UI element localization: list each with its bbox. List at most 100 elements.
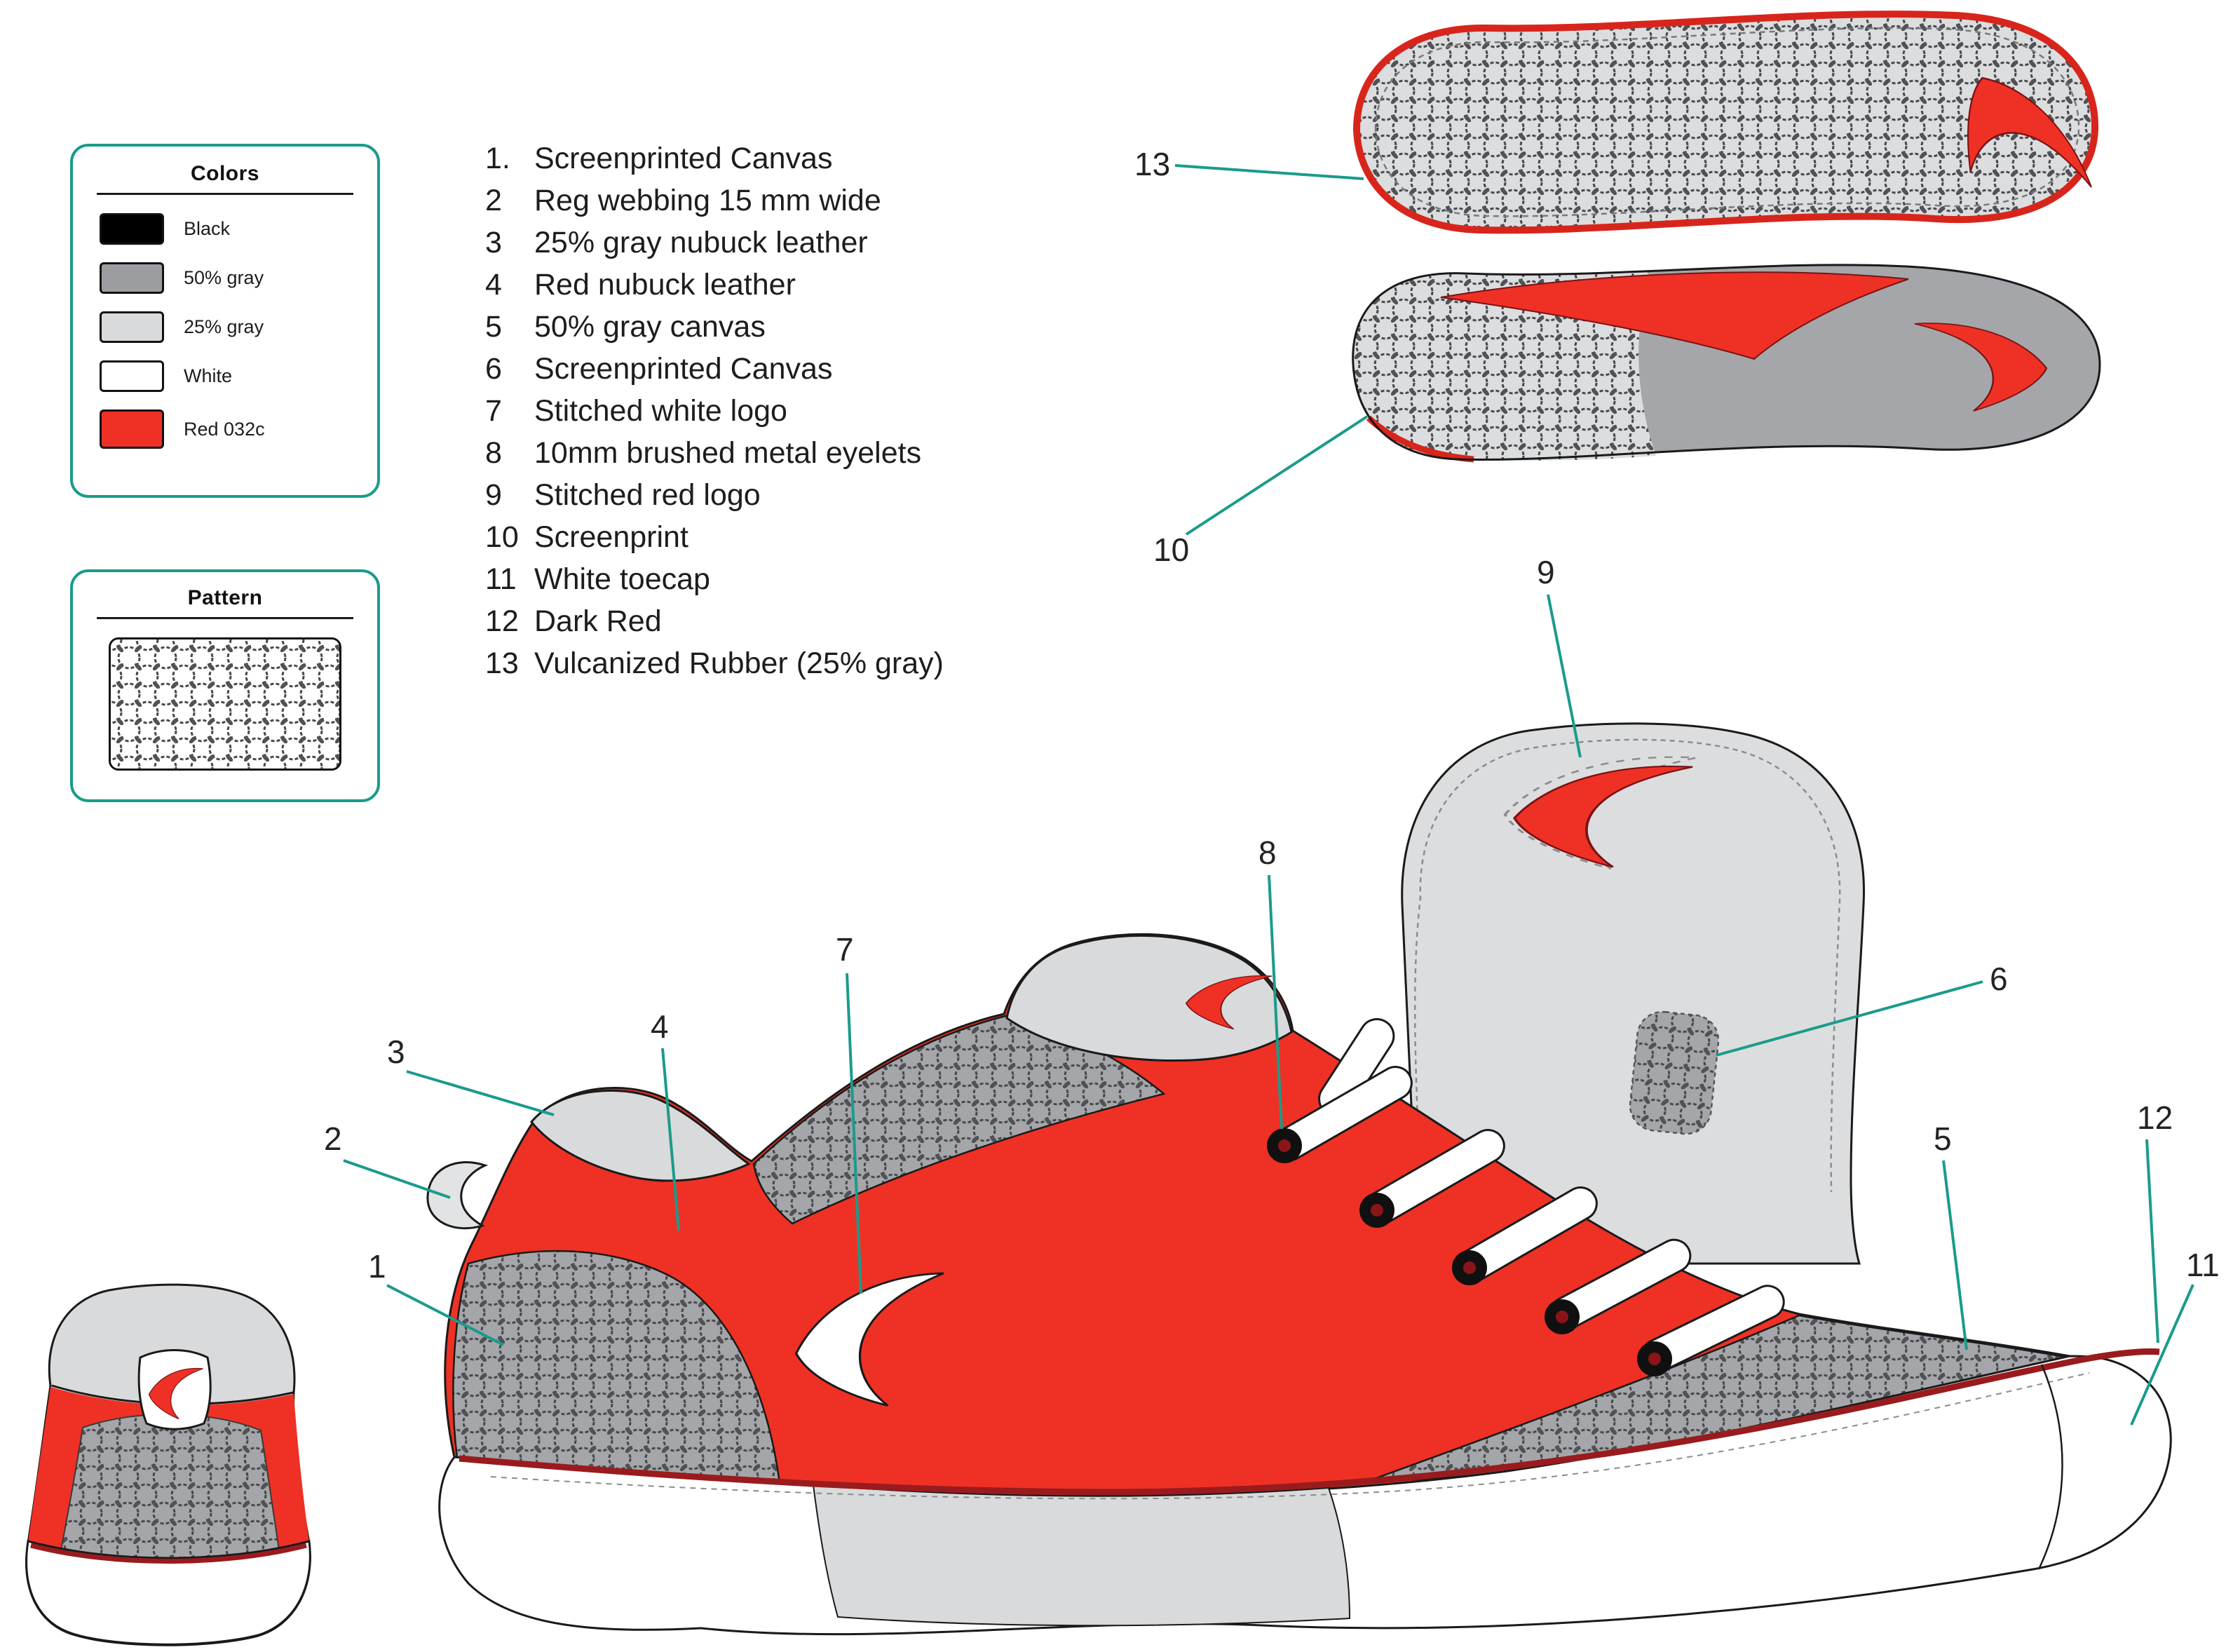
material-number: 10 [485, 520, 519, 554]
color-row-black: Black [73, 213, 377, 245]
heel-collar [530, 1089, 751, 1182]
callout-line-1 [386, 1284, 504, 1346]
material-label: 50% gray canvas [534, 310, 766, 344]
outsole-bottom-view [1352, 11, 2099, 234]
callout-label-10: 10 [1153, 532, 1189, 568]
color-swatch-50-gray [100, 262, 164, 294]
material-item-9: 9 Stitched red logo [485, 474, 944, 516]
callout-label-5: 5 [1934, 1120, 1952, 1157]
colors-legend-rule [97, 193, 353, 195]
callout-label-9: 9 [1537, 554, 1555, 590]
material-number: 8 [485, 436, 502, 470]
color-row-white: White [73, 360, 377, 392]
color-label-25-gray: 25% gray [184, 316, 264, 337]
callout-line-11 [2130, 1284, 2194, 1426]
callout-label-7: 7 [836, 931, 854, 968]
material-number: 11 [485, 562, 517, 596]
heel-pull-tab [426, 1161, 489, 1230]
material-label: 25% gray nubuck leather [534, 226, 868, 259]
material-label: Stitched red logo [534, 478, 761, 512]
material-number: 3 [485, 226, 502, 259]
callout-label-6: 6 [1990, 961, 2008, 997]
pattern-legend-rule [97, 617, 353, 619]
callout-line-9 [1547, 594, 1582, 758]
material-label: White toecap [534, 562, 710, 596]
insole-red-band [1440, 271, 1909, 360]
material-number: 13 [485, 646, 519, 680]
callout-line-13 [1174, 164, 1364, 180]
color-row-25-gray: 25% gray [73, 311, 377, 343]
material-item-11: 11 White toecap [485, 558, 944, 600]
color-swatch-black [100, 213, 164, 245]
material-label: Screenprinted Canvas [534, 142, 833, 175]
colors-legend: Colors Black 50% gray 25% gray White Red… [70, 144, 380, 498]
material-item-3: 3 25% gray nubuck leather [485, 222, 944, 264]
outsole-stitch-line [1374, 27, 2080, 217]
toecap-seam [2037, 1364, 2063, 1570]
color-swatch-red [100, 409, 164, 449]
colors-legend-title: Colors [190, 162, 259, 185]
material-number: 4 [485, 268, 502, 302]
heel-sole [25, 1540, 311, 1646]
material-label: Screenprinted Canvas [534, 352, 833, 386]
color-label-50-gray: 50% gray [184, 267, 264, 288]
material-label: Red nubuck leather [534, 268, 796, 302]
material-label: 10mm brushed metal eyelets [534, 436, 922, 470]
callout-label-3: 3 [387, 1034, 405, 1070]
callout-line-8 [1268, 874, 1283, 1130]
color-swatch-25-gray [100, 311, 164, 343]
callout-lines [343, 164, 2194, 1426]
tongue-stitch-line [1413, 738, 1841, 1193]
insole-red-rim [1366, 415, 1474, 463]
outsole-shape [1352, 11, 2099, 234]
tongue-pattern-patch [1629, 1010, 1720, 1135]
callout-label-13: 13 [1134, 146, 1170, 182]
callout-line-10 [1185, 415, 1369, 536]
callout-label-12: 12 [2137, 1099, 2173, 1136]
material-label: Vulcanized Rubber (25% gray) [534, 646, 944, 680]
callout-label-4: 4 [651, 1008, 669, 1045]
material-number: 9 [485, 478, 502, 512]
color-row-red: Red 032c [73, 409, 377, 449]
material-number: 7 [485, 394, 502, 428]
callout-line-12 [2145, 1139, 2159, 1343]
callout-line-2 [343, 1159, 451, 1199]
callout-line-7 [846, 973, 862, 1294]
material-item-1: 1. Screenprinted Canvas [485, 137, 944, 180]
tongue-view [1401, 722, 1866, 1265]
callout-label-2: 2 [324, 1120, 342, 1157]
material-label: Stitched white logo [534, 394, 787, 428]
heel-back-view [25, 1283, 311, 1646]
pattern-swatch [109, 637, 341, 771]
material-number: 12 [485, 604, 519, 638]
material-label: Reg webbing 15 mm wide [534, 184, 881, 217]
side-view [426, 933, 2172, 1636]
callout-labels: 1 2 3 4 5 6 7 8 9 10 11 12 13 [324, 146, 2220, 1285]
pattern-swatch-fill [111, 639, 339, 769]
material-item-4: 4 Red nubuck leather [485, 264, 944, 306]
pattern-legend: Pattern [70, 569, 380, 802]
callout-line-6 [1716, 980, 1983, 1057]
callout-label-11: 11 [2186, 1247, 2220, 1283]
material-number: 1. [485, 142, 510, 175]
callout-line-5 [1942, 1160, 1968, 1350]
material-item-13: 13 Vulcanized Rubber (25% gray) [485, 642, 944, 684]
pattern-legend-title: Pattern [187, 586, 263, 609]
color-swatch-white [100, 360, 164, 392]
heel-screenprint-center [57, 1413, 282, 1574]
foxing-dark-red-stripe [459, 1348, 2160, 1496]
callout-label-8: 8 [1258, 834, 1277, 871]
material-number: 6 [485, 352, 502, 386]
callout-line-4 [661, 1048, 680, 1231]
sole-stitch-line [490, 1372, 2090, 1500]
color-label-white: White [184, 365, 233, 386]
insole-view [1352, 264, 2101, 463]
color-label-red: Red 032c [184, 418, 265, 440]
